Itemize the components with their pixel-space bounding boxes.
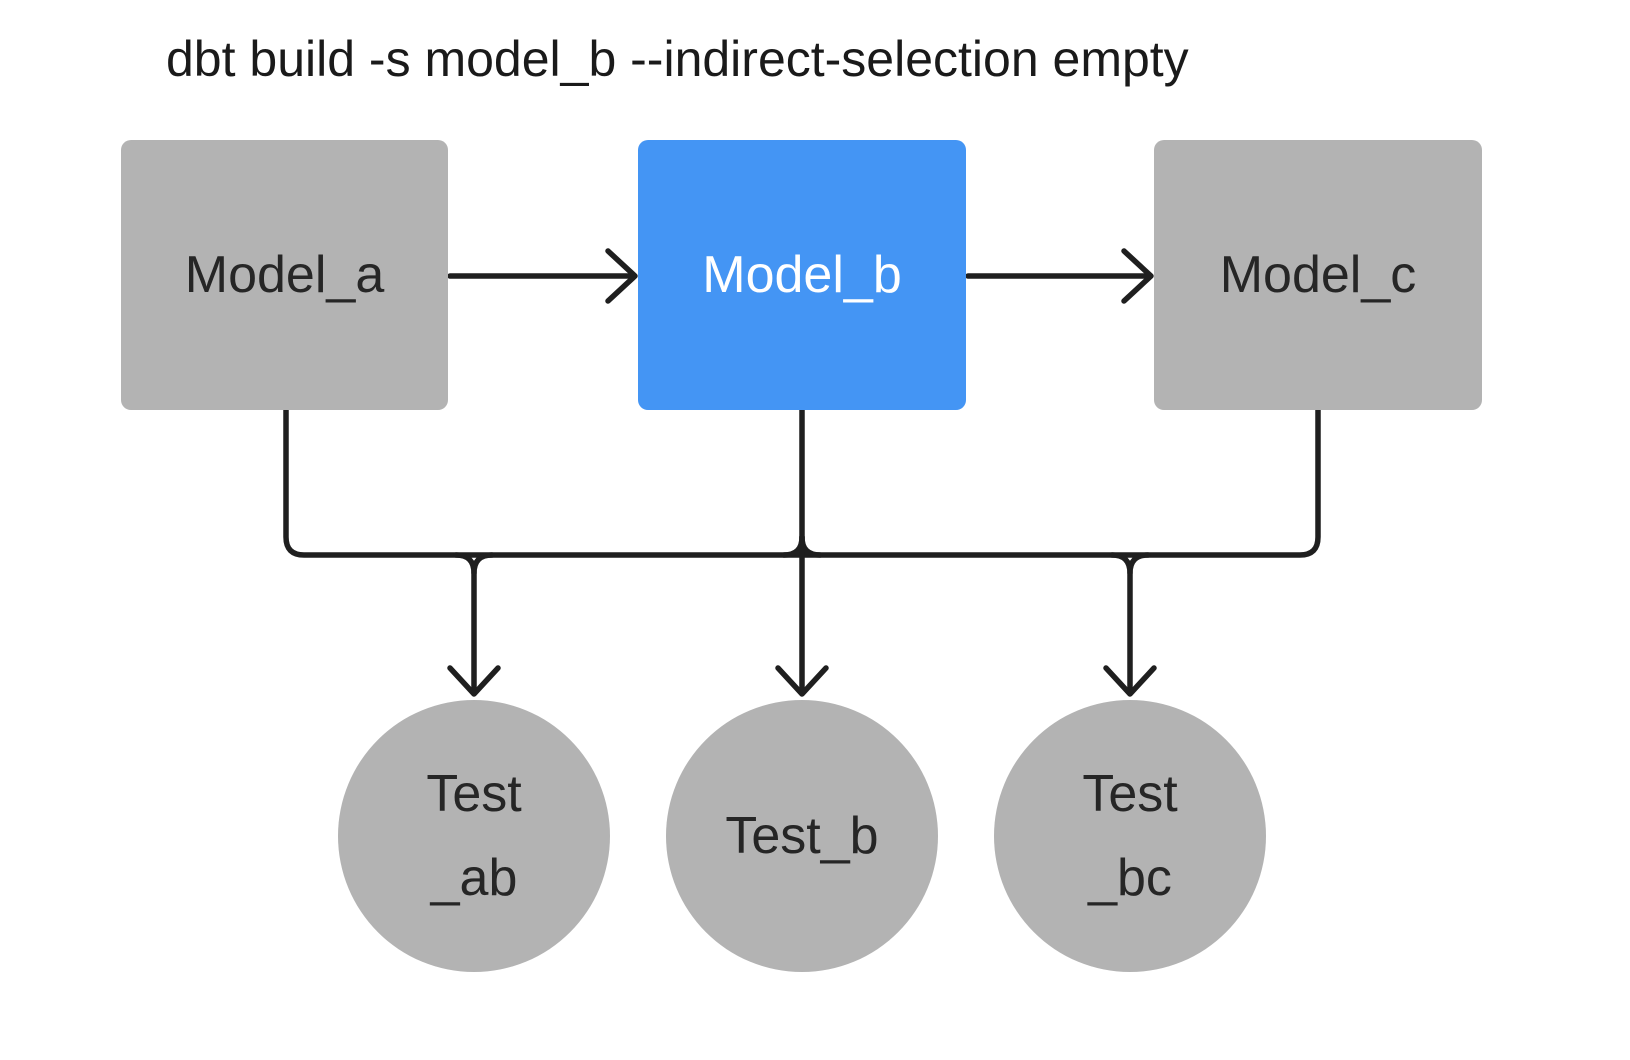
test-bc-label-line1: Test <box>1082 765 1178 823</box>
edge-fillet-center-right <box>799 534 823 558</box>
test-ab-label-line1: Test <box>426 765 522 823</box>
model-a-label: Model_a <box>184 246 385 304</box>
model-b-label: Model_b <box>702 246 902 304</box>
model-c-label: Model_c <box>1219 246 1417 304</box>
model-b-node-selected: Model_b <box>638 140 966 410</box>
test-ab-node: Test _ab <box>338 700 610 972</box>
arrowhead-test-b-icon <box>775 665 829 697</box>
arrowhead-model-c-icon <box>1121 248 1154 304</box>
model-a-node: Model_a <box>121 140 448 410</box>
test-bc-node: Test _bc <box>994 700 1266 972</box>
test-b-node: Test_b <box>666 700 938 972</box>
edge-fillet-test-bc <box>1127 552 1151 576</box>
edge-drop-test-bc <box>1109 552 1133 691</box>
arrowhead-test-ab-icon <box>447 665 501 697</box>
arrowhead-model-b-icon <box>605 248 638 304</box>
test-b-label-line1: Test_b <box>725 807 879 865</box>
diagram-title: dbt build -s model_b --indirect-selectio… <box>166 31 1189 87</box>
edge-fillet-center-left <box>781 534 805 558</box>
edge-fillet-test-ab <box>471 552 495 576</box>
test-bc-label-line2: _bc <box>1088 849 1172 907</box>
edge-drop-test-ab <box>453 552 477 691</box>
model-c-node: Model_c <box>1154 140 1482 410</box>
test-ab-label-line2: _ab <box>430 849 518 907</box>
arrowhead-test-bc-icon <box>1103 665 1157 697</box>
